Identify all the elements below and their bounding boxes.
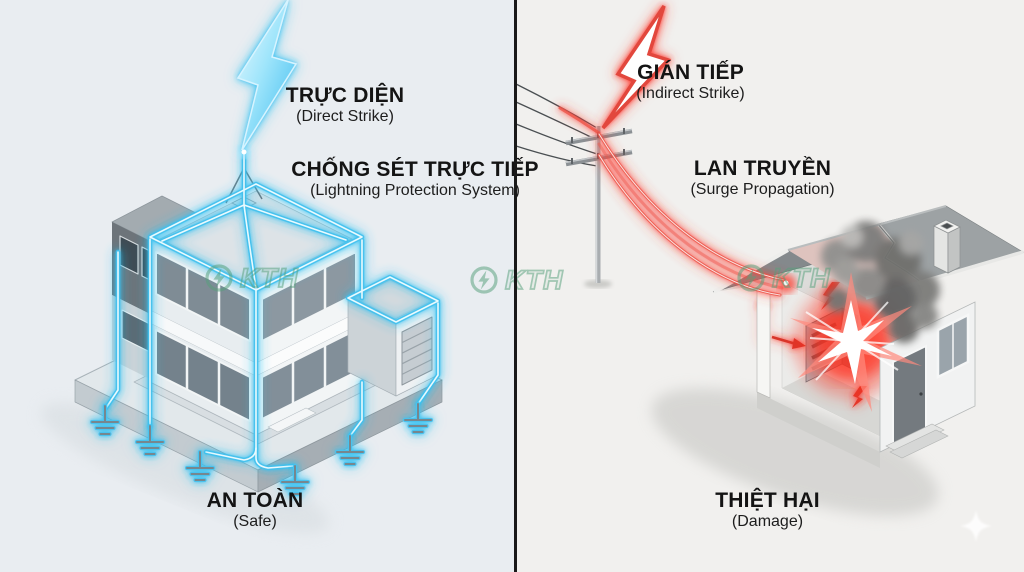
damaged-house-scene xyxy=(515,5,1024,516)
label-protection-system: CHỐNG SÉT TRỰC TIẾP (Lightning Protectio… xyxy=(260,158,570,202)
label-surge-propagation: LAN TRUYỀN (Surge Propagation) xyxy=(655,157,870,201)
house-shadow xyxy=(651,388,939,516)
garage-door xyxy=(401,316,433,386)
power-pole xyxy=(565,126,633,288)
strike-point xyxy=(241,149,247,155)
chimney xyxy=(933,219,961,274)
cut-wall-stub xyxy=(756,287,771,399)
explosion-icon xyxy=(790,272,922,412)
protected-house-scene xyxy=(40,0,443,534)
ribbon-windows xyxy=(155,251,357,422)
surge-wires xyxy=(558,106,796,297)
label-protection-system-subtitle: (Lightning Protection System) xyxy=(310,182,520,200)
smoke-cloud xyxy=(821,221,940,343)
base-plinth xyxy=(757,392,880,468)
label-surge-propagation-title: LAN TRUYỀN xyxy=(693,157,832,180)
roof-deck xyxy=(159,190,353,288)
conductor-cables xyxy=(103,149,441,471)
kth-watermark: KTH xyxy=(735,262,831,294)
panel-divider xyxy=(514,0,517,572)
kth-logo-bolt-icon xyxy=(737,264,765,292)
kth-watermark: KTH xyxy=(203,262,299,294)
label-indirect-strike: GIÁN TIẾP (Indirect Strike) xyxy=(588,61,793,105)
kth-watermark-text: KTH xyxy=(239,262,299,294)
label-indirect-strike-title: GIÁN TIẾP xyxy=(637,61,744,84)
entry-step xyxy=(267,407,317,433)
label-direct-strike-title: TRỰC DIỆN xyxy=(285,84,405,107)
power-lines xyxy=(515,83,598,167)
door-steps xyxy=(885,423,949,459)
label-damage: THIỆT HẠI (Damage) xyxy=(665,489,870,533)
blue-lightning-bolt-icon xyxy=(236,0,298,151)
label-direct-strike-subtitle: (Direct Strike) xyxy=(296,108,394,126)
label-direct-strike: TRỰC DIỆN (Direct Strike) xyxy=(245,84,445,128)
kth-logo-bolt-icon xyxy=(470,266,498,294)
kth-logo-bolt-icon xyxy=(205,264,233,292)
red-lightning-bolt-icon xyxy=(601,5,672,130)
spark-bolt-icon xyxy=(852,386,867,408)
window xyxy=(936,312,970,380)
label-damage-subtitle: (Damage) xyxy=(731,513,804,531)
label-indirect-strike-subtitle: (Indirect Strike) xyxy=(636,85,745,103)
sparkle-icon xyxy=(960,510,992,542)
label-protection-system-title: CHỐNG SÉT TRỰC TIẾP xyxy=(291,158,539,181)
label-safe-title: AN TOÀN xyxy=(206,489,304,512)
label-safe: AN TOÀN (Safe) xyxy=(155,489,355,533)
label-safe-subtitle: (Safe) xyxy=(233,513,277,531)
label-damage-title: THIỆT HẠI xyxy=(715,489,820,512)
label-surge-propagation-subtitle: (Surge Propagation) xyxy=(690,181,835,199)
kth-watermark-text: KTH xyxy=(771,262,831,294)
